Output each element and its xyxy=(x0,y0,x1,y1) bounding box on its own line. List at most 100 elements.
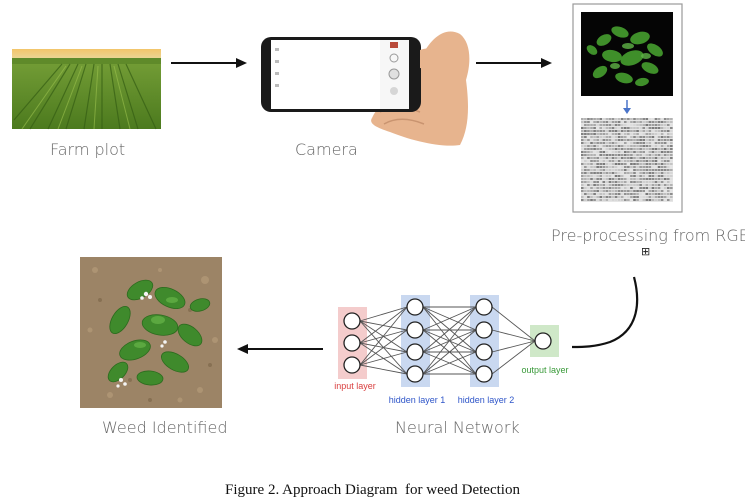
matrix-cell xyxy=(587,145,590,147)
matrix-cell xyxy=(590,142,593,144)
matrix-cell xyxy=(611,130,615,132)
matrix-cell xyxy=(584,175,587,177)
matrix-cell xyxy=(605,157,609,159)
matrix-cell xyxy=(651,151,655,153)
matrix-cell xyxy=(623,121,627,123)
matrix-cell xyxy=(611,175,615,177)
matrix-cell xyxy=(611,157,615,159)
matrix-cell xyxy=(602,124,606,126)
matrix-cell xyxy=(617,199,621,201)
matrix-cell xyxy=(623,184,627,186)
matrix-cell xyxy=(660,190,664,192)
matrix-cell xyxy=(660,148,664,150)
matrix-cell xyxy=(623,190,627,192)
preprocessing-label: Pre-processing from RGB xyxy=(551,226,745,245)
matrix-cell xyxy=(627,145,630,147)
matrix-cell xyxy=(639,145,642,147)
matrix-cell xyxy=(584,196,587,198)
matrix-cell xyxy=(587,136,590,138)
matrix-cell xyxy=(596,196,599,198)
matrix-cell xyxy=(651,133,655,135)
matrix-cell xyxy=(614,139,618,141)
matrix-cell xyxy=(666,157,670,159)
matrix-cell xyxy=(633,178,636,180)
matrix-cell xyxy=(599,163,603,165)
matrix-cell xyxy=(645,148,649,150)
matrix-cell xyxy=(657,139,661,141)
matrix-cell xyxy=(620,172,624,174)
matrix-cell xyxy=(660,145,664,147)
matrix-cell xyxy=(642,145,645,147)
matrix-cell xyxy=(587,118,590,120)
matrix-cell xyxy=(596,130,599,132)
layer-box-output xyxy=(530,325,559,357)
matrix-cell xyxy=(593,193,596,195)
matrix-cell xyxy=(633,139,636,141)
matrix-cell xyxy=(663,154,667,156)
matrix-cell xyxy=(627,133,630,135)
matrix-cell xyxy=(651,124,655,126)
matrix-cell xyxy=(590,160,593,162)
matrix-cell xyxy=(666,163,670,165)
matrix-cell xyxy=(587,148,590,150)
matrix-cell xyxy=(587,154,590,156)
matrix-cell xyxy=(666,118,670,120)
matrix-cell xyxy=(608,130,612,132)
matrix-cell xyxy=(581,187,584,189)
matrix-cell xyxy=(633,196,636,198)
matrix-cell xyxy=(630,130,633,132)
matrix-cell xyxy=(660,118,664,120)
matrix-cell xyxy=(584,166,587,168)
matrix-cell xyxy=(660,193,664,195)
neuron-hidden2 xyxy=(475,365,493,383)
matrix-cell xyxy=(581,130,584,132)
matrix-cell xyxy=(623,199,627,201)
matrix-cell xyxy=(581,184,584,186)
matrix-cell xyxy=(623,154,627,156)
matrix-cell xyxy=(654,154,658,156)
matrix-cell xyxy=(611,190,615,192)
matrix-cell xyxy=(663,166,667,168)
matrix-cell xyxy=(636,190,639,192)
matrix-cell xyxy=(648,139,652,141)
matrix-cell xyxy=(654,184,658,186)
matrix-cell xyxy=(581,139,584,141)
matrix-cell xyxy=(645,169,649,171)
matrix-cell xyxy=(666,145,670,147)
matrix-cell xyxy=(666,193,670,195)
matrix-cell xyxy=(651,139,655,141)
matrix-cell xyxy=(657,124,661,126)
matrix-cell xyxy=(623,118,627,120)
matrix-cell xyxy=(611,172,615,174)
matrix-cell xyxy=(645,127,649,129)
matrix-cell xyxy=(593,157,596,159)
connection-edge xyxy=(359,306,408,344)
matrix-cell xyxy=(620,160,624,162)
matrix-cell xyxy=(602,136,606,138)
matrix-cell xyxy=(666,133,670,135)
matrix-cell xyxy=(587,169,590,171)
matrix-cell xyxy=(581,163,584,165)
matrix-cell xyxy=(654,199,658,201)
matrix-cell xyxy=(581,145,584,147)
matrix-cell xyxy=(657,136,661,138)
matrix-cell xyxy=(602,193,606,195)
matrix-cell xyxy=(590,175,593,177)
matrix-cell xyxy=(623,142,627,144)
connection-edge xyxy=(422,306,477,331)
matrix-cell xyxy=(654,178,658,180)
matrix-cell xyxy=(657,133,661,135)
matrix-cell xyxy=(663,175,667,177)
matrix-cell xyxy=(630,178,633,180)
matrix-cell xyxy=(651,154,655,156)
connection-edge xyxy=(359,320,408,375)
matrix-cell xyxy=(584,163,587,165)
matrix-cell xyxy=(645,136,649,138)
matrix-cell xyxy=(633,175,636,177)
matrix-cell xyxy=(608,166,612,168)
matrix-cell xyxy=(670,181,673,183)
matrix-cell xyxy=(593,139,596,141)
matrix-cell xyxy=(581,178,584,180)
matrix-cell xyxy=(657,199,661,201)
matrix-cell xyxy=(627,124,630,126)
